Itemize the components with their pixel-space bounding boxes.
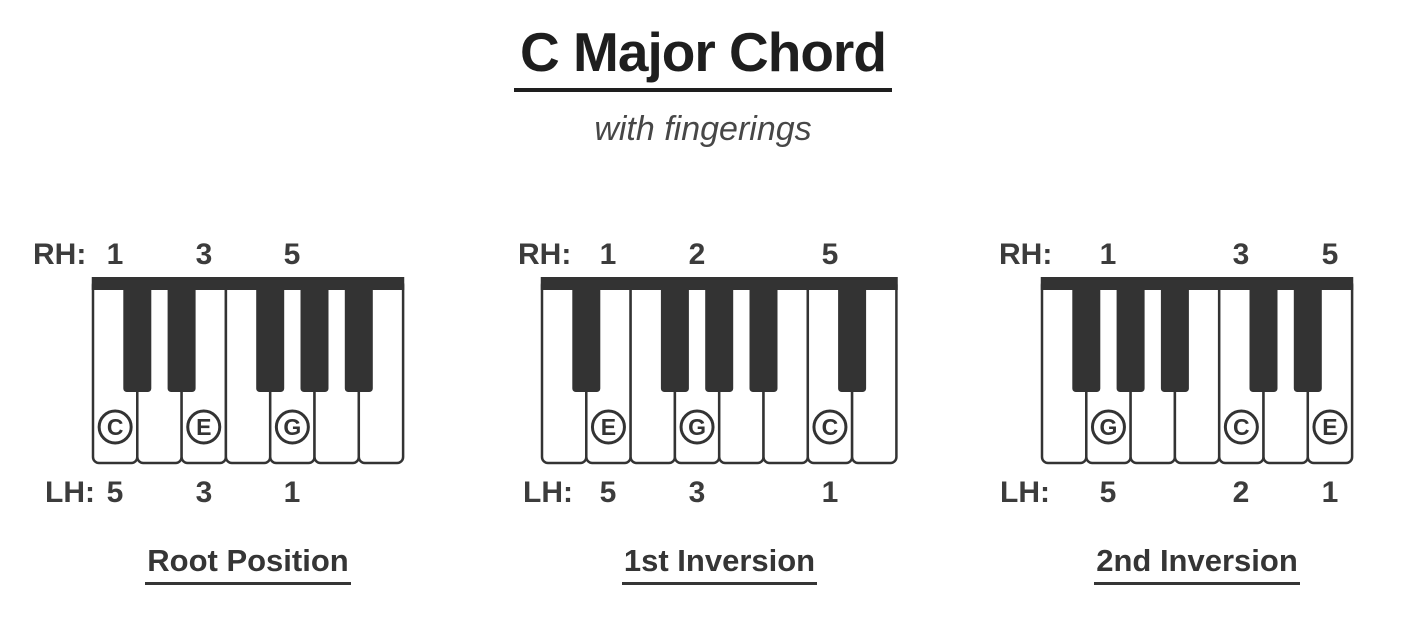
black-key bbox=[1160, 277, 1189, 392]
rh-label: RH: bbox=[999, 238, 1053, 271]
chord-name: 2nd Inversion bbox=[1042, 543, 1352, 585]
black-key bbox=[749, 277, 778, 392]
chord-name-text: 1st Inversion bbox=[621, 543, 818, 585]
lh-finger-row: LH: 5 3 1 bbox=[523, 476, 897, 509]
black-key bbox=[300, 277, 329, 392]
rh-finger: 1 bbox=[1099, 238, 1117, 271]
note-circle bbox=[812, 409, 848, 445]
rh-finger: 5 bbox=[1321, 238, 1339, 271]
note-marker: C bbox=[1223, 409, 1259, 445]
chord-name-text: Root Position bbox=[145, 543, 351, 585]
note-letter: E bbox=[1322, 414, 1337, 440]
note-marker: C bbox=[97, 409, 133, 445]
rh-finger-row: RH: 1 3 5 bbox=[33, 238, 403, 271]
black-key bbox=[1072, 277, 1101, 392]
black-key bbox=[572, 277, 601, 392]
note-letter: G bbox=[688, 414, 706, 440]
page-subtitle: with fingerings bbox=[594, 110, 812, 148]
rh-finger: 5 bbox=[821, 238, 839, 271]
note-letter: C bbox=[107, 414, 124, 440]
page-title: C Major Chord bbox=[514, 23, 892, 92]
lh-finger: 2 bbox=[1232, 476, 1250, 509]
lh-label: LH: bbox=[45, 476, 95, 509]
rh-finger-row: RH: 1 3 5 bbox=[999, 238, 1352, 271]
note-circle bbox=[1312, 409, 1348, 445]
rh-finger-row: RH: 1 2 5 bbox=[518, 238, 897, 271]
header: C Major Chord bbox=[0, 23, 1406, 92]
lh-label: LH: bbox=[1000, 476, 1050, 509]
piano-keyboard: G C E bbox=[1040, 277, 1354, 465]
black-key bbox=[123, 277, 152, 392]
lh-finger: 1 bbox=[283, 476, 301, 509]
note-circle bbox=[590, 409, 626, 445]
black-key bbox=[660, 277, 689, 392]
black-key bbox=[838, 277, 867, 392]
lh-finger: 5 bbox=[1099, 476, 1117, 509]
note-circle bbox=[186, 409, 222, 445]
lh-finger: 1 bbox=[1321, 476, 1339, 509]
note-circle bbox=[1090, 409, 1126, 445]
rh-finger: 2 bbox=[688, 238, 706, 271]
note-marker: E bbox=[186, 409, 222, 445]
black-key bbox=[344, 277, 373, 392]
lh-finger: 1 bbox=[821, 476, 839, 509]
chord-name-text: 2nd Inversion bbox=[1094, 543, 1300, 585]
note-marker: C bbox=[812, 409, 848, 445]
rh-finger: 1 bbox=[106, 238, 124, 271]
black-key bbox=[1249, 277, 1278, 392]
note-circle bbox=[274, 409, 310, 445]
keyboard-top-bar bbox=[540, 277, 898, 290]
chord-name: Root Position bbox=[93, 543, 403, 585]
lh-finger: 3 bbox=[195, 476, 213, 509]
black-key bbox=[167, 277, 196, 392]
black-key bbox=[256, 277, 285, 392]
piano-keyboard: C E G bbox=[91, 277, 405, 465]
note-circle bbox=[679, 409, 715, 445]
note-letter: C bbox=[822, 414, 839, 440]
rh-finger: 3 bbox=[1232, 238, 1250, 271]
lh-finger-row: LH: 5 3 1 bbox=[45, 476, 403, 509]
note-circle bbox=[1223, 409, 1259, 445]
lh-label: LH: bbox=[523, 476, 573, 509]
note-letter: E bbox=[196, 414, 211, 440]
note-letter: E bbox=[601, 414, 616, 440]
lh-finger: 5 bbox=[106, 476, 124, 509]
note-marker: E bbox=[590, 409, 626, 445]
chord-name: 1st Inversion bbox=[542, 543, 897, 585]
rh-label: RH: bbox=[33, 238, 87, 271]
lh-finger: 5 bbox=[599, 476, 617, 509]
note-letter: C bbox=[1233, 414, 1250, 440]
lh-finger-row: LH: 5 2 1 bbox=[1000, 476, 1352, 509]
black-key bbox=[705, 277, 734, 392]
note-circle bbox=[97, 409, 133, 445]
rh-finger: 1 bbox=[599, 238, 617, 271]
note-marker: G bbox=[274, 409, 310, 445]
note-marker: G bbox=[1090, 409, 1126, 445]
keyboard-top-bar bbox=[1040, 277, 1354, 290]
note-marker: E bbox=[1312, 409, 1348, 445]
note-letter: G bbox=[1100, 414, 1118, 440]
black-key bbox=[1293, 277, 1322, 392]
black-key bbox=[1116, 277, 1145, 392]
note-marker: G bbox=[679, 409, 715, 445]
rh-finger: 5 bbox=[283, 238, 301, 271]
rh-label: RH: bbox=[518, 238, 572, 271]
keyboard-top-bar bbox=[91, 277, 405, 290]
lh-finger: 3 bbox=[688, 476, 706, 509]
note-letter: G bbox=[283, 414, 301, 440]
piano-keyboard: E G C bbox=[540, 277, 898, 465]
rh-finger: 3 bbox=[195, 238, 213, 271]
